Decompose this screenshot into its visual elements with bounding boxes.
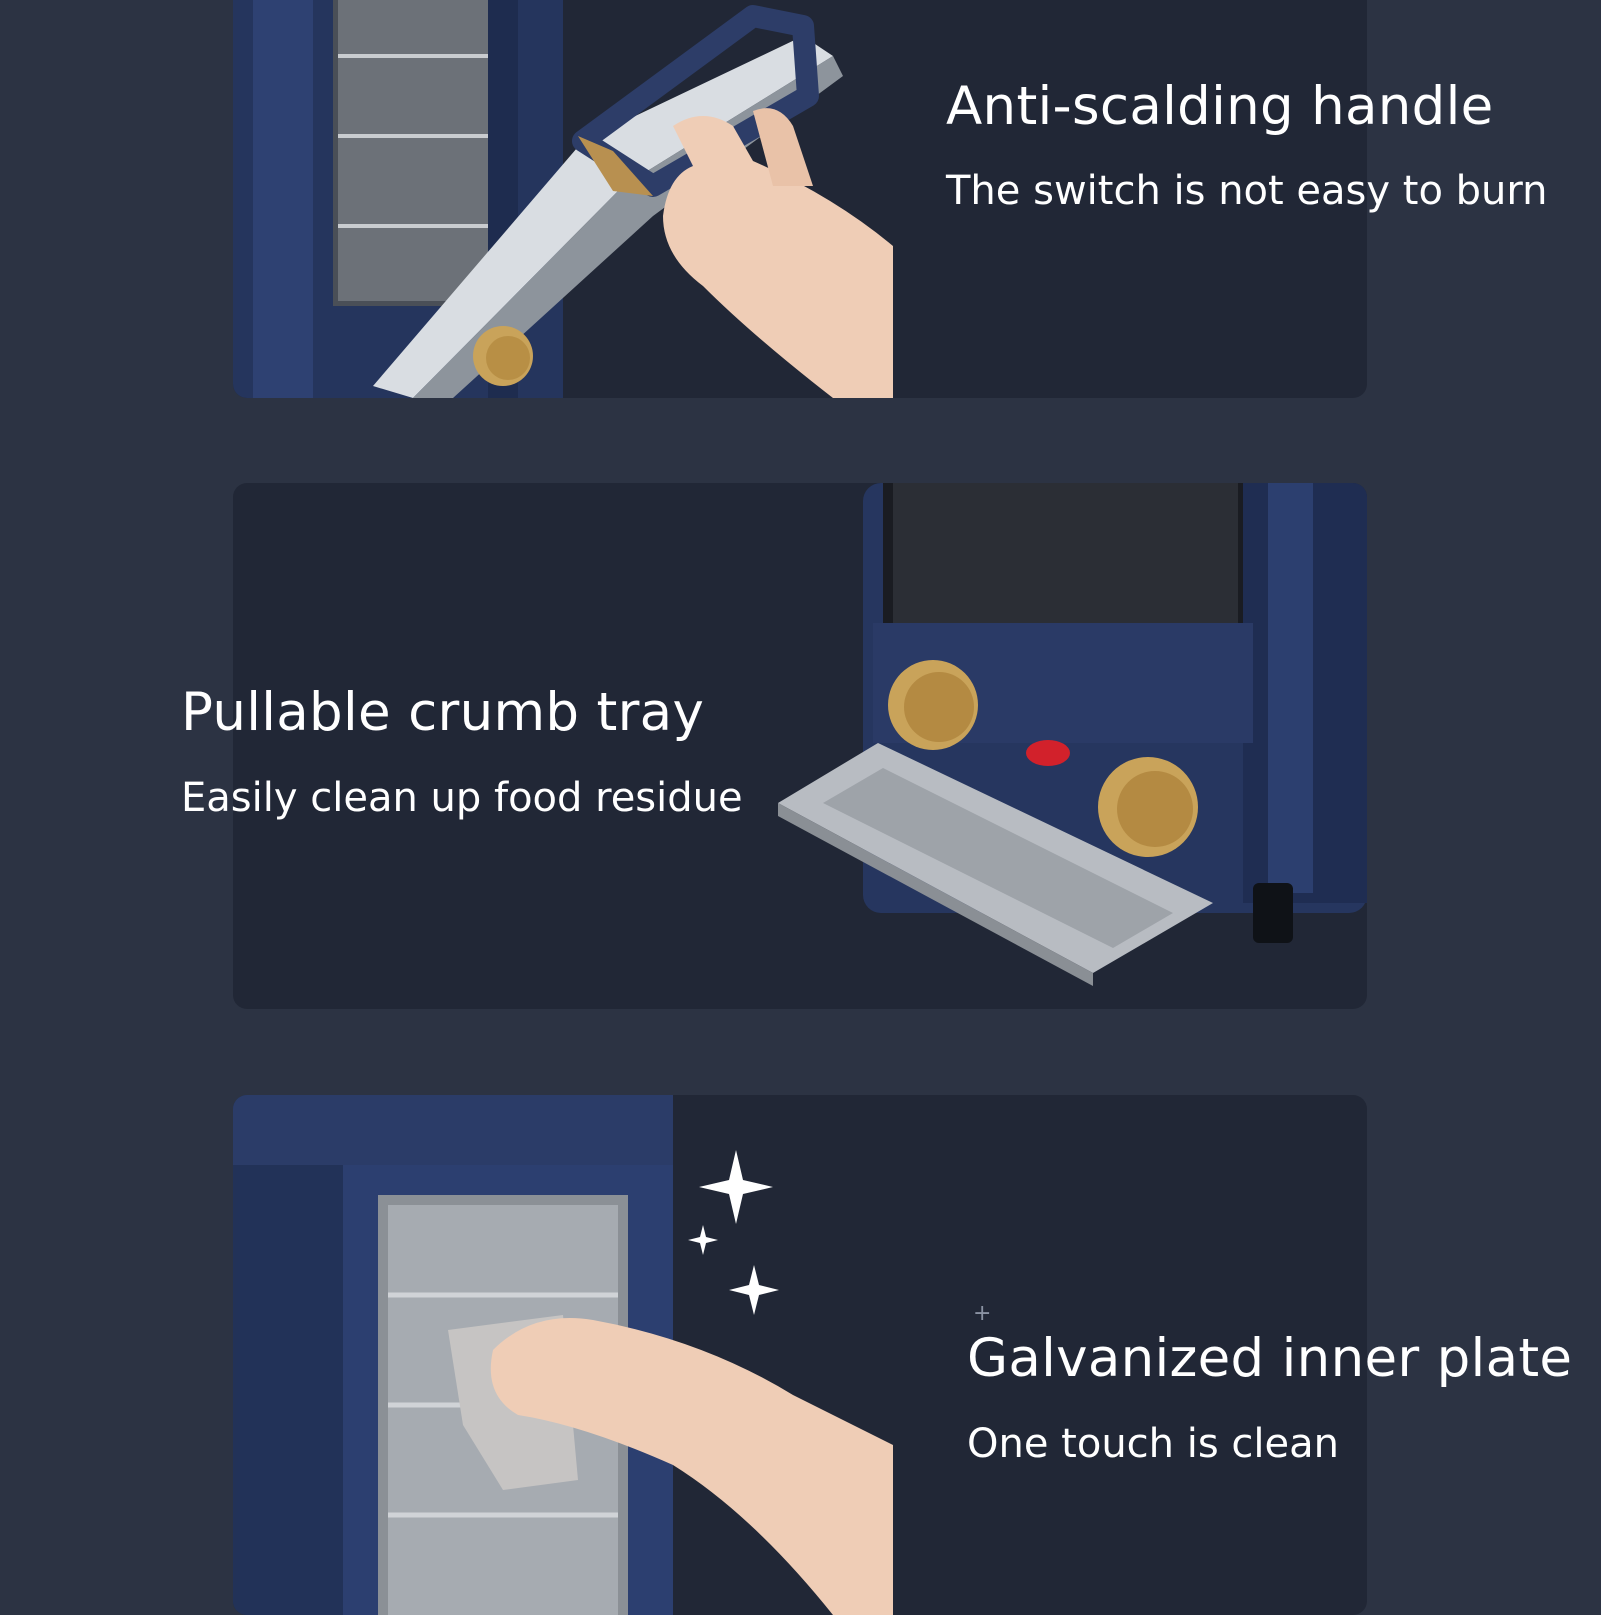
feature-title-crumb-tray: Pullable crumb tray [181, 682, 705, 743]
oven-door-handle-photo [233, 0, 893, 398]
feature-panel-crumb-tray [233, 483, 1367, 1009]
feature-subtitle-crumb-tray: Easily clean up food residue [181, 775, 743, 821]
oven-crumb-tray-photo [778, 483, 1367, 986]
feature-panel-handle [233, 0, 1367, 398]
feature-subtitle-inner-plate: One touch is clean [967, 1421, 1339, 1467]
feature-title-handle: Anti-scalding handle [946, 76, 1494, 137]
svg-text:+: + [973, 1301, 991, 1326]
oven-interior-wipe-photo: + [233, 1095, 991, 1615]
feature-title-inner-plate: Galvanized inner plate [967, 1328, 1573, 1389]
feature-subtitle-handle: The switch is not easy to burn [946, 168, 1548, 214]
feature-panel-inner-plate: + [233, 1095, 1367, 1615]
